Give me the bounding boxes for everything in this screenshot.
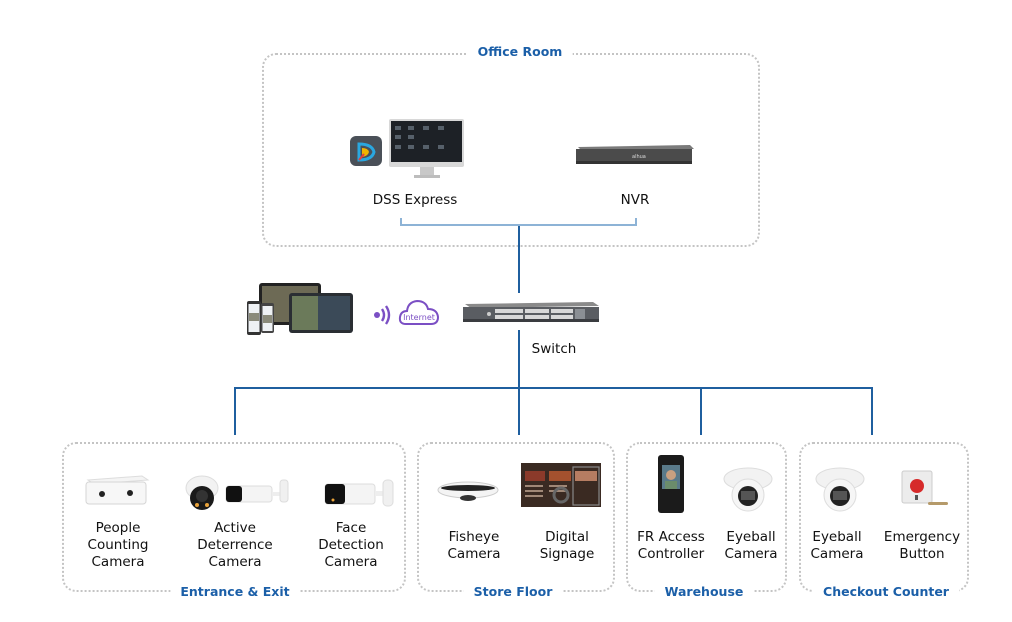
network-switch-icon — [461, 300, 601, 324]
eyeball-camera-label-warehouse: Eyeball Camera — [724, 529, 778, 562]
office-bracket-left — [400, 218, 402, 226]
fr-access-controller-icon — [656, 455, 686, 515]
nvr-label: NVR — [620, 192, 650, 208]
people-counting-camera-label: People Counting Camera — [87, 520, 149, 570]
wireless-signal-icon — [373, 304, 393, 326]
nvr-recorder-icon: alhua — [574, 141, 696, 167]
office-to-switch-line — [518, 226, 520, 293]
drop-warehouse — [700, 387, 702, 435]
emergency-button-label: Emergency Button — [883, 529, 961, 562]
eyeball-camera-icon — [813, 465, 867, 515]
active-deterrence-camera-icon — [184, 474, 292, 514]
checkout-counter-title: Checkout Counter — [813, 584, 959, 600]
internet-cloud-icon: Internet — [398, 297, 440, 327]
fisheye-camera-label: Fisheye Camera — [447, 529, 501, 562]
dss-express-label: DSS Express — [372, 192, 458, 208]
office-bracket-right — [635, 218, 637, 226]
face-detection-camera-label: Face Detection Camera — [318, 520, 384, 570]
fr-access-controller-label: FR Access Controller — [637, 529, 705, 562]
warehouse-title: Warehouse — [654, 584, 754, 600]
zone-distribution-line — [234, 387, 872, 389]
office-bracket-horizontal — [400, 224, 636, 226]
drop-checkout-counter — [871, 387, 873, 435]
people-counting-camera-icon — [84, 474, 150, 508]
emergency-button-icon — [898, 469, 950, 509]
drop-store-floor — [518, 387, 520, 435]
internet-label: Internet — [403, 313, 435, 322]
mobile-tablet-clients-icon — [247, 283, 355, 337]
face-detection-camera-icon — [323, 478, 395, 510]
entrance-exit-title: Entrance & Exit — [170, 584, 300, 600]
eyeball-camera-icon — [721, 465, 775, 515]
fisheye-camera-icon — [436, 474, 500, 508]
drop-entrance-exit — [234, 387, 236, 435]
digital-signage-icon — [521, 463, 601, 509]
eyeball-camera-label-checkout: Eyeball Camera — [810, 529, 864, 562]
svg-text:alhua: alhua — [632, 154, 646, 160]
active-deterrence-camera-label: Active Deterrence Camera — [197, 520, 273, 570]
digital-signage-label: Digital Signage — [539, 529, 595, 562]
switch-to-zones-line — [518, 330, 520, 388]
switch-label: Switch — [531, 341, 577, 357]
dss-express-workstation-icon — [348, 118, 466, 184]
store-floor-title: Store Floor — [463, 584, 563, 600]
office-room-title: Office Room — [467, 44, 573, 60]
